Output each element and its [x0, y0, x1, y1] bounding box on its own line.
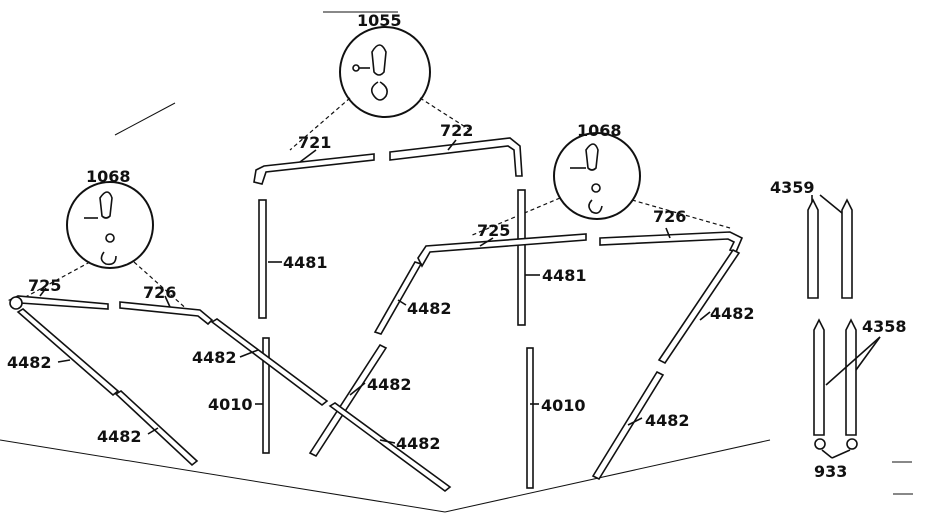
detail-circle-1055 [289, 26, 471, 151]
label-1068-right: 1068 [577, 121, 622, 140]
detail-circle-1068-left [19, 181, 191, 313]
ground-lines [0, 11, 913, 513]
side-poles-4359-4358 [807, 198, 858, 450]
label-721: 721 [298, 133, 331, 152]
label-4010-left: 4010 [208, 395, 253, 414]
label-722: 722 [440, 121, 473, 140]
label-725-left: 725 [28, 276, 61, 295]
label-4359: 4359 [770, 178, 815, 197]
label-4482-far-left: 4482 [7, 353, 52, 372]
label-933: 933 [814, 462, 847, 481]
label-4482-center-left: 4482 [192, 348, 237, 367]
label-726-right: 726 [653, 207, 686, 226]
label-4481-right: 4481 [542, 266, 587, 285]
label-1068-left: 1068 [86, 167, 131, 186]
label-4482-far-right-lower: 4482 [645, 411, 690, 430]
right-frame-725-726 [308, 231, 744, 481]
label-4481-top: 4481 [283, 253, 328, 272]
label-1055: 1055 [357, 11, 402, 30]
label-4482-bottom-center: 4482 [396, 434, 441, 453]
label-726-left: 726 [143, 283, 176, 302]
label-4010-right: 4010 [541, 396, 586, 415]
detail-circle-1068-right [469, 132, 731, 237]
top-frame-721-722 [253, 137, 534, 489]
leader-lines [39, 139, 881, 459]
label-4482-left-bottom: 4482 [97, 427, 142, 446]
label-4482-center: 4482 [367, 375, 412, 394]
part-labels: 1055 721 722 1068 1068 725 726 725 726 4… [7, 11, 907, 481]
label-725-right: 725 [477, 221, 510, 240]
label-4482-far-right-upper: 4482 [710, 304, 755, 323]
label-4482-right-upper: 4482 [407, 299, 452, 318]
label-4358: 4358 [862, 317, 907, 336]
